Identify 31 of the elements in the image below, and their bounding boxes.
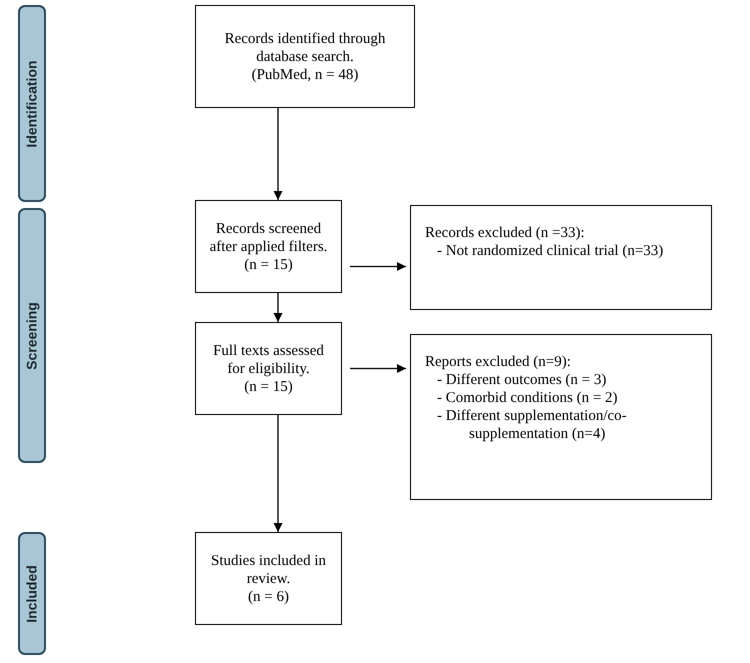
exclusion-item: - Different outcomes (n = 3)	[436, 371, 608, 389]
arrow	[350, 262, 406, 272]
box-text: Records identified through database search.	[224, 30, 386, 66]
stage-label: Included	[24, 564, 40, 622]
exclusion-box	[410, 205, 712, 310]
stage-band	[18, 532, 46, 655]
process-box	[195, 5, 415, 108]
stage-label: Screening	[24, 302, 40, 370]
process-box	[195, 200, 342, 293]
arrow	[273, 293, 283, 322]
box-heading: Records excluded (n =33):	[425, 224, 586, 242]
stage-band	[18, 5, 46, 202]
box-heading: Reports excluded (n=9):	[425, 353, 572, 371]
exclusion-item: - Comorbid conditions (n = 2)	[436, 389, 619, 407]
box-text: (n = 6)	[248, 588, 289, 606]
box-text: (PubMed, n = 48)	[252, 66, 358, 84]
process-box	[195, 322, 342, 415]
box-text: (n = 15)	[244, 378, 293, 396]
box-text: Studies included in review.	[210, 552, 327, 588]
stage-band	[18, 208, 46, 463]
exclusion-item: - Not randomized clinical trial (n=33)	[436, 242, 664, 260]
arrow	[350, 364, 406, 374]
box-text: Records screened after applied filters.	[208, 220, 328, 256]
stage-label: Identification	[24, 60, 40, 148]
box-text: (n = 15)	[244, 256, 293, 274]
arrow	[273, 415, 283, 532]
exclusion-item: - Different supplementation/co-supplementation (n=4)	[436, 407, 628, 443]
box-text: Full texts assessed for eligibility.	[212, 342, 325, 378]
arrow	[273, 108, 283, 200]
process-box	[195, 532, 342, 625]
exclusion-box	[410, 334, 712, 500]
